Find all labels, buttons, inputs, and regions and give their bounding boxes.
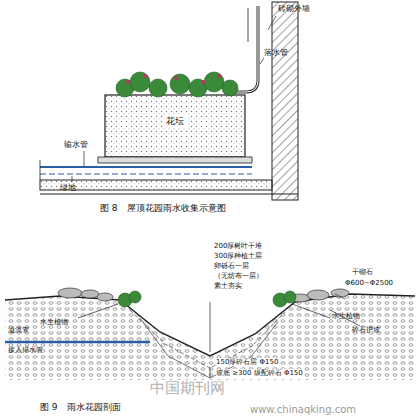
shrubs	[116, 72, 238, 97]
planter-box: 花坛	[105, 95, 245, 157]
layer-note: 卵砾石一层	[214, 262, 249, 270]
ground-fill	[5, 294, 415, 380]
part-name: 接入排水管	[8, 346, 43, 354]
part-name: 干砌石	[352, 268, 373, 276]
dimension: Φ600~Φ2500	[345, 279, 393, 287]
watermark: www.chinaqking.com	[250, 404, 356, 416]
watermark: 中国期刊网	[150, 380, 225, 397]
part-name: 水生植物	[40, 318, 68, 326]
layer-note: 300厚种植土层	[214, 252, 262, 260]
layer-note: （无纺布一层）	[214, 272, 263, 280]
dimension: 坡底 ≥300 级配碎石 Φ150	[216, 369, 303, 377]
layer-note: 素土夯实	[214, 282, 242, 290]
part-name: 输水管	[64, 140, 88, 149]
node-label: 花坛	[163, 115, 187, 128]
ground-profile	[5, 294, 415, 356]
figure-caption: 图 8 屋顶花园雨水收集示意图	[100, 203, 226, 213]
brick-wall	[272, 2, 298, 200]
aquatic-plants	[118, 291, 296, 307]
layer-note: 200厚树叶干堆	[214, 242, 262, 250]
part-name: 碎石护坡	[352, 326, 380, 334]
water-pipe	[40, 166, 252, 168]
dimension: 150厚碎石层 Φ150	[216, 358, 278, 366]
figure-caption: 图 9 雨水花园剖面	[40, 402, 121, 412]
overflow-pipe	[5, 341, 150, 344]
part-name: 水生植物	[332, 312, 360, 320]
part-name: 溢流管	[8, 326, 29, 334]
planter-box	[105, 95, 245, 157]
downpipe	[232, 6, 258, 92]
part-name: 绿地	[60, 183, 76, 192]
part-name: 落水管	[264, 48, 288, 57]
part-name: 砖砌外墙	[278, 4, 310, 13]
rocks	[58, 288, 349, 302]
